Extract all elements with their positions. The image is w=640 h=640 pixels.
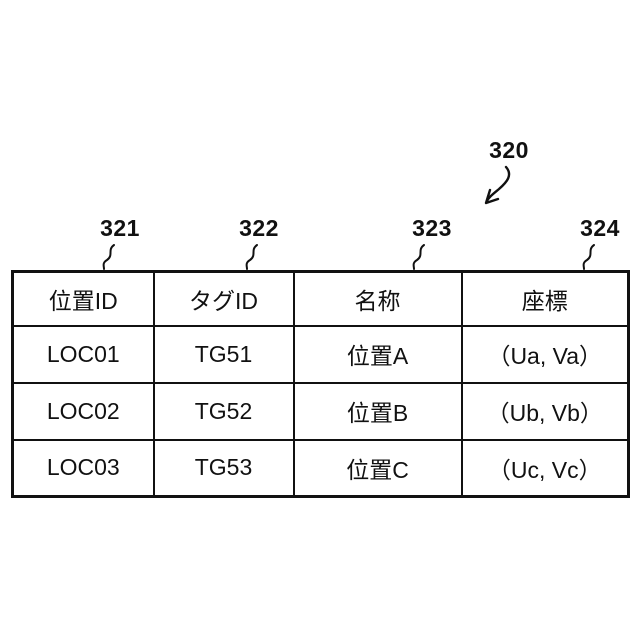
table-header-row: 位置ID タグID 名称 座標 [11,270,630,327]
header-cell-name: 名称 [292,270,463,327]
column-ref-label-1: 321 [100,215,140,241]
cell-tag-id: TG51 [152,324,295,384]
column-ref-label-3: 323 [412,215,452,241]
leader-squiggle-324 [582,244,595,270]
header-cell-coordinates: 座標 [460,270,630,327]
cell-coordinates: （Ub, Vb） [460,381,630,441]
cell-coordinates: （Uc, Vc） [460,438,630,498]
header-cell-tag-id: タグID [152,270,295,327]
cell-name: 位置A [292,324,463,384]
leader-squiggle-322 [245,244,258,270]
cell-coordinates: （Ua, Va） [460,324,630,384]
cell-name: 位置B [292,381,463,441]
cell-location-id: LOC01 [11,324,155,384]
cell-tag-id: TG52 [152,381,295,441]
table-row: LOC02 TG52 位置B （Ub, Vb） [11,381,630,441]
leader-squiggle-321 [102,244,115,270]
table-row: LOC03 TG53 位置C （Uc, Vc） [11,438,630,498]
arrow-down-left-icon [484,165,511,205]
table-row: LOC01 TG51 位置A （Ua, Va） [11,324,630,384]
cell-tag-id: TG53 [152,438,295,498]
table-ref-label: 320 [489,137,529,163]
column-ref-label-4: 324 [580,215,620,241]
column-ref-label-2: 322 [239,215,279,241]
cell-location-id: LOC03 [11,438,155,498]
cell-name: 位置C [292,438,463,498]
cell-location-id: LOC02 [11,381,155,441]
header-cell-location-id: 位置ID [11,270,155,327]
location-tag-table: 位置ID タグID 名称 座標 LOC01 TG51 位置A （Ua, Va） … [11,270,630,498]
leader-squiggle-323 [412,244,425,270]
